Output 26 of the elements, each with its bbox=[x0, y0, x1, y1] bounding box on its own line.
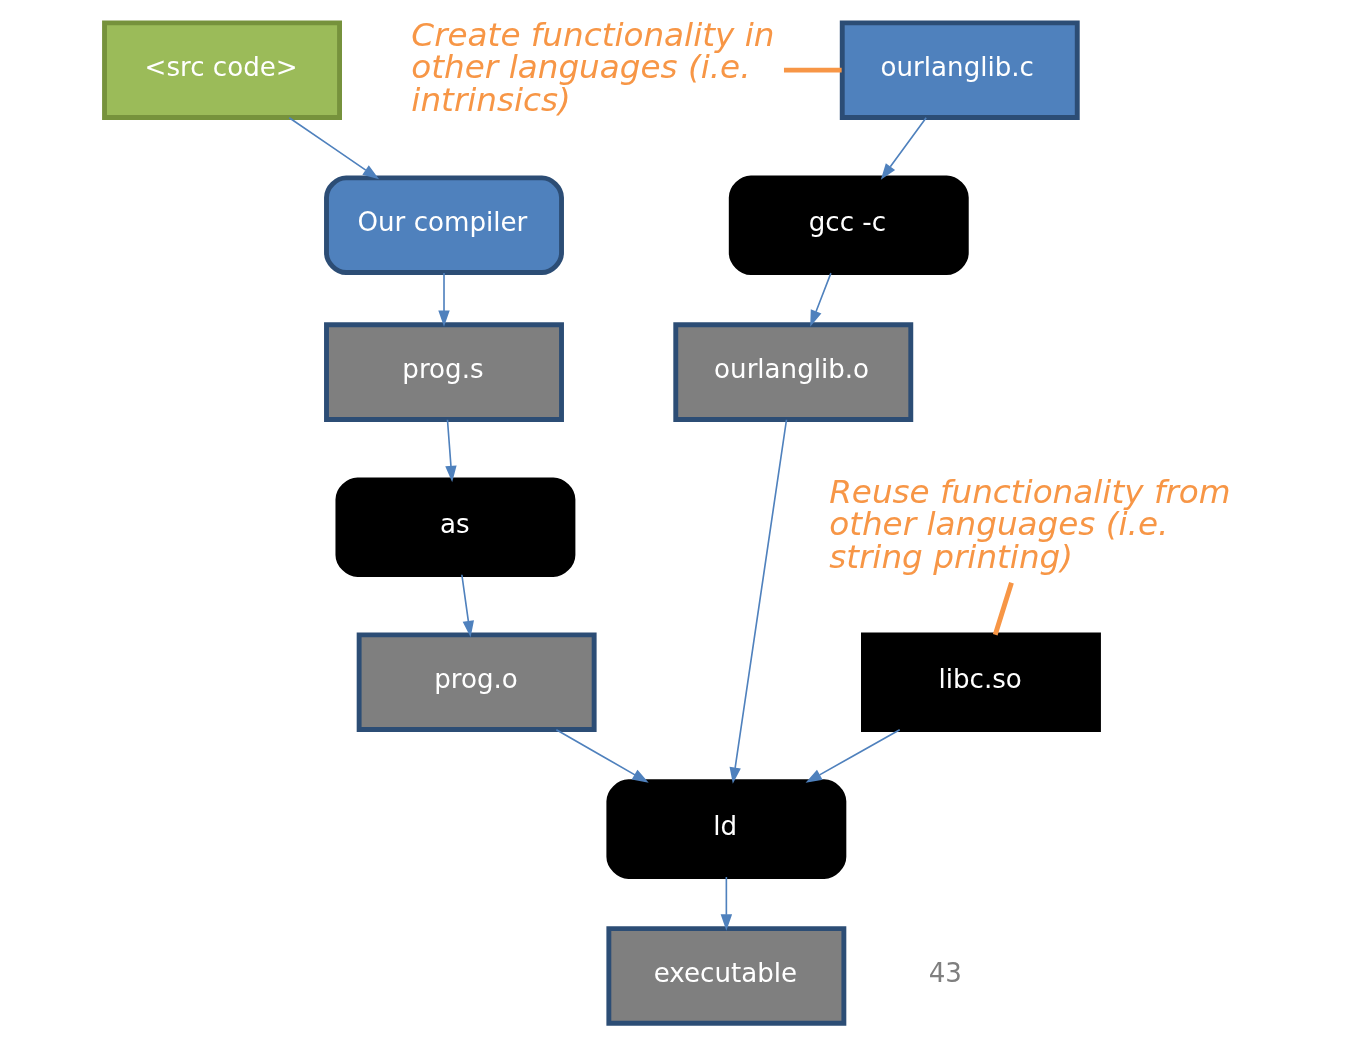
arrow bbox=[445, 418, 457, 483]
connector bbox=[783, 67, 842, 73]
arrow bbox=[720, 876, 733, 931]
node-box: gcc -c bbox=[728, 175, 969, 275]
node-box: <src code> bbox=[102, 20, 342, 120]
node-box: ourlanglib.c bbox=[839, 20, 1080, 120]
node-box: executable bbox=[606, 926, 847, 1026]
node-text: Reuse functionality from other languages (i.e. string printing) bbox=[829, 472, 1231, 576]
node-box: ld bbox=[606, 779, 847, 879]
node-text: Create functionality in other languages (i.e. intrinsics) bbox=[411, 15, 775, 119]
arrow bbox=[288, 116, 380, 180]
label: 43 bbox=[928, 958, 962, 989]
arrow bbox=[810, 272, 832, 327]
arrow bbox=[461, 573, 474, 638]
connector bbox=[992, 582, 1014, 636]
node-box: prog.s bbox=[324, 322, 564, 422]
arrow bbox=[805, 728, 901, 783]
arrow bbox=[555, 728, 649, 783]
arrow bbox=[880, 116, 927, 180]
node-box: prog.o bbox=[356, 632, 597, 732]
node-box: Our compiler bbox=[324, 175, 564, 275]
arrow bbox=[438, 272, 450, 327]
arrow bbox=[729, 418, 788, 784]
node-box: libc.so bbox=[861, 632, 1101, 732]
node-box: ourlanglib.o bbox=[673, 322, 914, 422]
node-box: as bbox=[335, 477, 576, 577]
